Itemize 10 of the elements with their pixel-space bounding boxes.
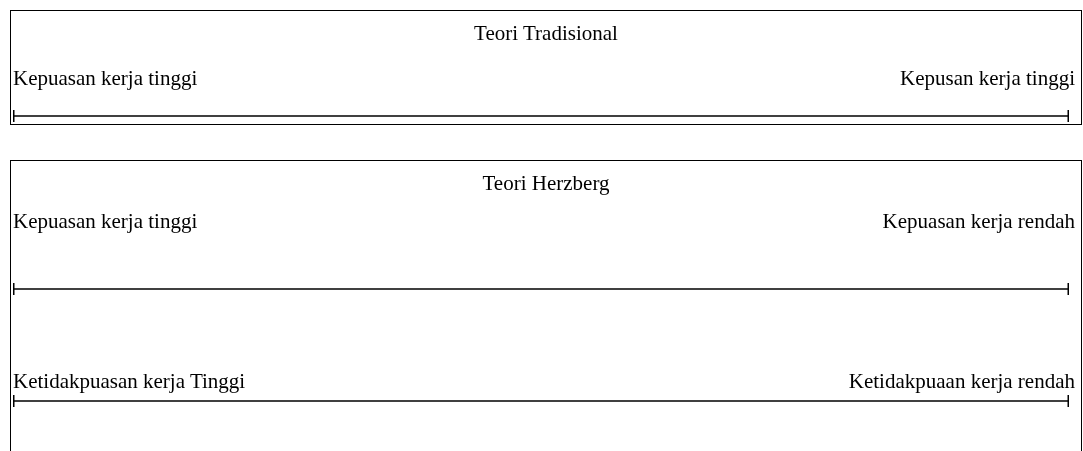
scale-end-label: Kepuasan kerja tinggi: [13, 66, 198, 90]
panel-title: Teori Tradisional: [474, 21, 618, 45]
panel-frame: [10, 10, 1082, 125]
panel-frame: [10, 160, 1082, 451]
scale-end-label: Kepuasan kerja rendah: [882, 209, 1075, 233]
scale-end-label: Kepusan kerja tinggi: [900, 66, 1075, 90]
scale-end-label: Ketidakpuaan kerja rendah: [848, 369, 1075, 393]
scale-end-label: Kepuasan kerja tinggi: [13, 209, 198, 233]
panel-title: Teori Herzberg: [482, 171, 610, 195]
scale-end-label: Ketidakpuasan kerja Tinggi: [13, 369, 246, 393]
